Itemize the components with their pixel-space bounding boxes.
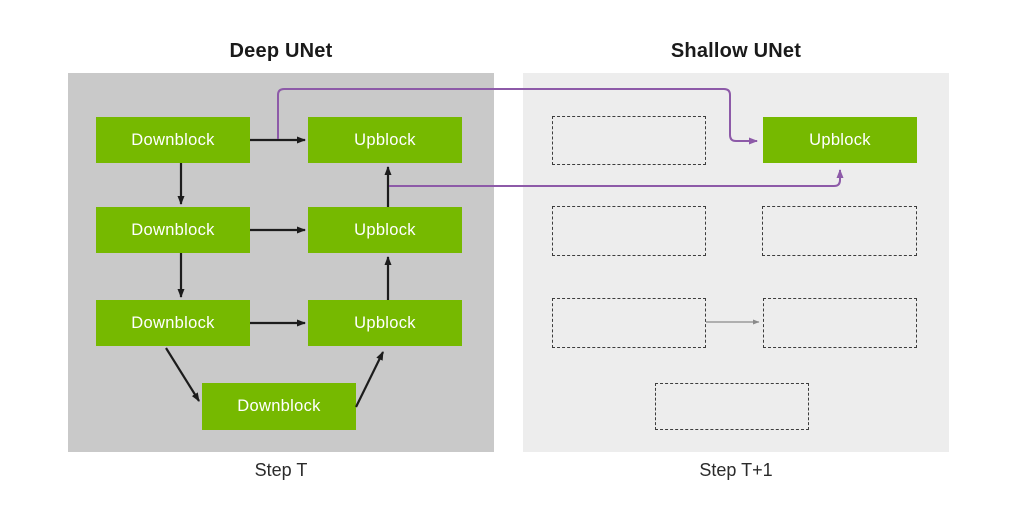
placeholder-block-6 (655, 383, 809, 430)
placeholder-block-2 (552, 206, 706, 256)
step-t1-label: Step T+1 (699, 460, 773, 480)
deep-unet-title: Deep UNet (229, 40, 333, 62)
placeholder-block-4 (552, 298, 706, 348)
placeholder-block-3 (762, 206, 917, 256)
upblock-2: Upblock (308, 207, 462, 253)
placeholder-block-5 (763, 298, 917, 348)
shallow-unet-title: Shallow UNet (670, 40, 802, 62)
shallow-unet-panel: Upblock (523, 73, 949, 452)
step-t-label: Step T (254, 460, 308, 480)
downblock-2: Downblock (96, 207, 250, 253)
deep-unet-panel: Downblock Upblock Downblock Upblock Down… (68, 73, 494, 452)
placeholder-block-1 (552, 116, 706, 165)
downblock-4: Downblock (202, 383, 356, 430)
shallow-upblock: Upblock (763, 117, 917, 163)
downblock-1: Downblock (96, 117, 250, 163)
downblock-3: Downblock (96, 300, 250, 346)
upblock-3: Upblock (308, 300, 462, 346)
upblock-1: Upblock (308, 117, 462, 163)
